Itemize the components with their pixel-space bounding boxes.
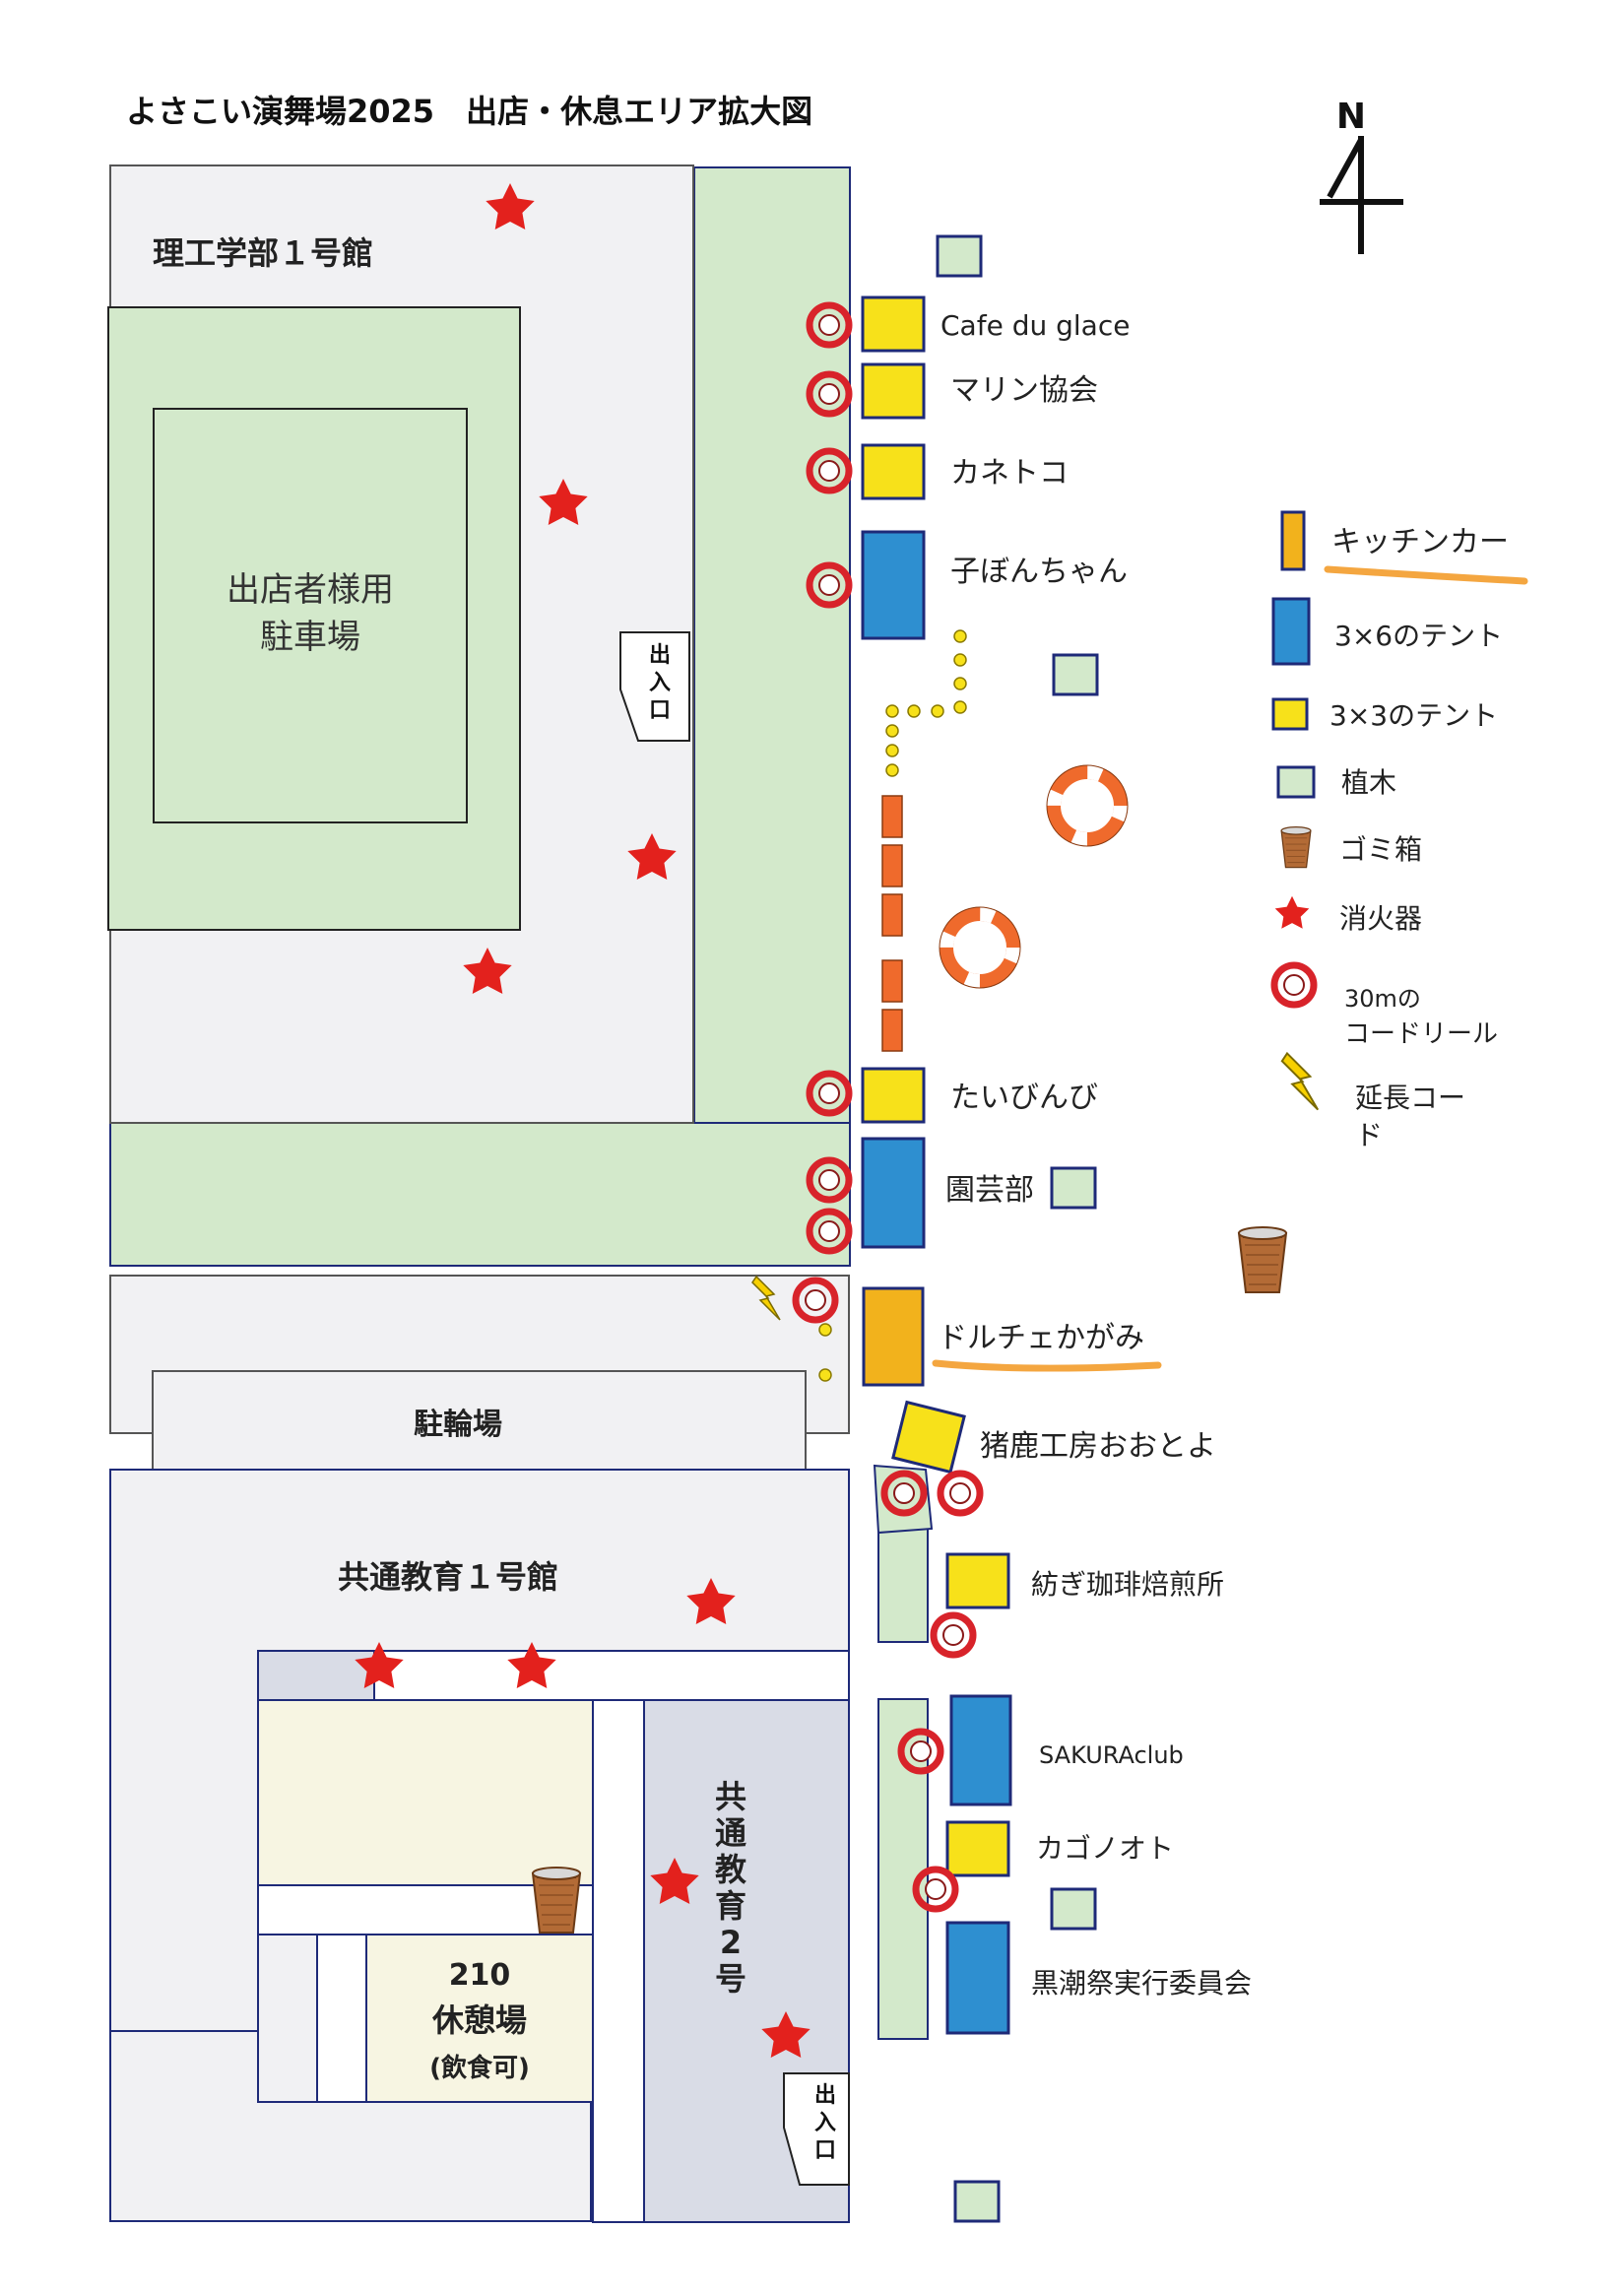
shop-label: Cafe du glace xyxy=(940,309,1130,342)
tent-kagonooto xyxy=(945,1820,1010,1877)
svg-text:共: 共 xyxy=(715,1778,746,1815)
trash-icon xyxy=(532,1867,581,1934)
legend-extension-1: 延長コー xyxy=(1355,1082,1465,1114)
cord-reel-icon xyxy=(1274,965,1314,1005)
legend-reel-2: コードリール xyxy=(1344,1019,1498,1049)
legend-3x3: 3×3のテント xyxy=(1329,699,1498,732)
rest-room-upper xyxy=(257,1699,594,1886)
lifebuoy-icon xyxy=(939,906,1021,989)
parking-label-2: 駐車場 xyxy=(260,618,360,657)
svg-text:通: 通 xyxy=(715,1814,746,1852)
legend-3x6-swatch xyxy=(1271,597,1311,666)
legend-kitchen-car-swatch xyxy=(1280,510,1306,571)
tent-kuroshio xyxy=(945,1921,1010,2035)
shop-label: 黒潮祭実行委員会 xyxy=(1031,1967,1252,2000)
cord-reel-icon xyxy=(940,1474,980,1513)
map-title: よさこい演舞場2025 出店・休息エリア拡大図 xyxy=(126,93,812,130)
shop-label: マリン協会 xyxy=(950,373,1098,408)
legend-3x6: 3×6のテント xyxy=(1334,620,1503,652)
legend-reel-1: 30mの xyxy=(1344,985,1421,1013)
tent-marine xyxy=(861,362,926,420)
north-label: N xyxy=(1336,97,1366,137)
tent-sakura xyxy=(949,1694,1012,1806)
tent-tsumugi xyxy=(945,1552,1010,1609)
lifebuoy-icon xyxy=(1046,764,1129,847)
legend-trash: ゴミ箱 xyxy=(1339,833,1422,866)
corridor-vertical xyxy=(592,1699,645,2223)
legend-tree: 植木 xyxy=(1341,766,1396,799)
tree-icon xyxy=(1050,1166,1097,1210)
svg-text:出: 出 xyxy=(649,643,671,668)
svg-text:入: 入 xyxy=(649,671,671,695)
rest-room-note: (飲食可) xyxy=(429,2053,530,2083)
legend-tree-swatch xyxy=(1276,765,1316,799)
bicycle-parking-label: 駐輪場 xyxy=(414,1408,502,1442)
parking-label-1: 出店者様用 xyxy=(227,570,394,610)
legend: キッチンカー 3×6のテント 3×3のテント 植木 ゴミ箱 消火器 30mの コ… xyxy=(1271,510,1528,1151)
extinguisher-icon xyxy=(1274,895,1310,929)
north-arrow-icon: N xyxy=(1320,97,1403,254)
green-area-south xyxy=(109,1122,851,1267)
svg-text:口: 口 xyxy=(814,2138,836,2163)
shop-label: 園芸部 xyxy=(945,1173,1034,1208)
kitchen-car-dolce xyxy=(862,1286,925,1387)
tent-taibinbi xyxy=(861,1067,926,1124)
svg-text:教: 教 xyxy=(715,1851,746,1888)
tent-kanetoko xyxy=(861,443,926,500)
tree-icon xyxy=(936,234,983,278)
highlight-kitchen-car xyxy=(1324,565,1528,585)
tent-kobonchan xyxy=(861,530,926,640)
shop-label: SAKURAclub xyxy=(1039,1741,1184,1769)
rest-room-210 xyxy=(365,1934,594,2103)
svg-text:2: 2 xyxy=(720,1924,742,1961)
highlight-dolce xyxy=(932,1359,1162,1372)
rest-room-strip xyxy=(257,1934,318,2103)
svg-text:号: 号 xyxy=(715,1960,746,1998)
kyotsu1-label: 共通教育１号館 xyxy=(338,1558,558,1596)
tree-icon xyxy=(1052,653,1099,696)
rest-room-strip-2 xyxy=(316,1934,367,2103)
cord-reel-icon xyxy=(934,1615,973,1655)
cord-path xyxy=(818,629,967,1382)
shop-label: 子ぼんちゃん xyxy=(950,555,1128,589)
tree-icon xyxy=(953,2180,1001,2223)
shop-label: カネトコ xyxy=(950,456,1069,491)
trash-icon xyxy=(1238,1226,1287,1293)
bicycle-parking xyxy=(152,1370,807,1471)
shop-label: ドルチェかがみ xyxy=(938,1321,1144,1355)
barrier xyxy=(881,795,903,1052)
svg-text:入: 入 xyxy=(814,2111,836,2135)
shop-label: カゴノオト xyxy=(1036,1832,1174,1865)
rest-room-number: 210 xyxy=(449,1958,511,1993)
legend-extension-2: ド xyxy=(1355,1119,1383,1151)
rikou-label: 理工学部１号館 xyxy=(153,234,373,272)
entrance-1: 出 入 口 xyxy=(619,631,690,742)
legend-kitchen-car: キッチンカー xyxy=(1331,525,1509,559)
tree-icon xyxy=(1050,1887,1097,1931)
tent-cafe-du-glace xyxy=(861,295,926,353)
planter-strip xyxy=(877,1528,929,1643)
rest-room-name: 休憩場 xyxy=(431,2001,527,2039)
shop-label: 紡ぎ珈琲焙煎所 xyxy=(1031,1568,1224,1601)
tent-inoshika xyxy=(891,1400,966,1475)
svg-text:出: 出 xyxy=(814,2083,836,2108)
legend-extinguisher: 消火器 xyxy=(1339,902,1422,935)
parking-inner xyxy=(153,408,468,823)
extension-cord-icon xyxy=(1280,1052,1320,1111)
trash-icon xyxy=(1280,826,1312,869)
legend-3x3-swatch xyxy=(1271,697,1309,731)
shop-label: 猪鹿工房おおとよ xyxy=(980,1429,1216,1464)
svg-text:育: 育 xyxy=(715,1887,746,1925)
kyotsu2-label: 共 通 教 育 2 号 xyxy=(715,1778,746,1998)
shop-label: たいびんび xyxy=(950,1081,1098,1115)
entrance-2: 出 入 口 xyxy=(783,2072,850,2186)
tent-engeibu xyxy=(861,1137,926,1249)
svg-text:口: 口 xyxy=(649,698,671,723)
